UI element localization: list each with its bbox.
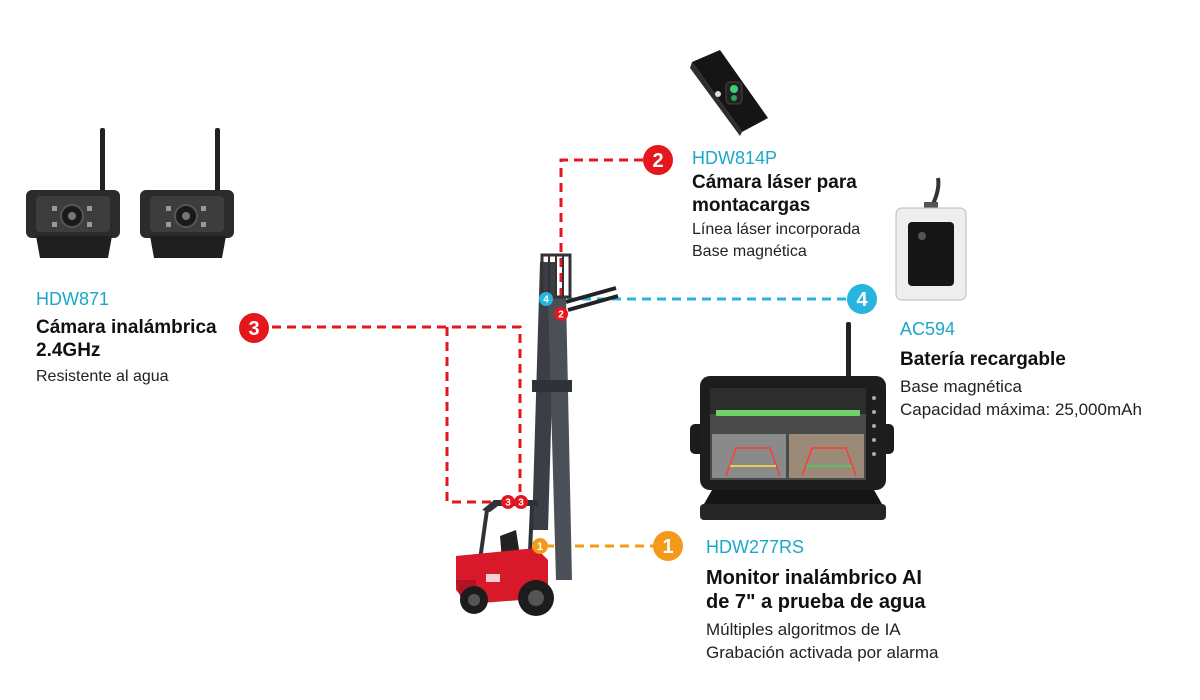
badge-3-small-a-number: 3 [505,498,511,509]
badge-2-small: 2 [554,307,568,321]
product-title-line-1: Cámara láser para [692,172,857,193]
connector-3 [272,325,522,492]
product-title-line-2: montacargas [692,195,811,216]
product-feature-1: Línea láser incorporada [692,221,861,238]
product-title-line-1: Monitor inalámbrico AI [706,567,922,589]
connector-3b [445,327,508,504]
badge-4-small: 4 [539,292,553,306]
badge-3-small-b: 3 [514,495,528,509]
product-title-line-1: Batería recargable [900,349,1066,370]
product-feature-1: Múltiples algoritmos de IA [706,620,901,639]
badge-4-number: 4 [856,289,868,311]
product-hdw814p: HDW814P Cámara láser para montacargas Lí… [692,147,860,263]
product-title-line-1: Cámara inalámbrica [36,317,217,338]
product-hdw277rs: HDW277RS Monitor inalámbrico AI de 7" a … [706,536,938,664]
battery-icon [895,177,967,301]
model-name: AC594 [900,319,956,339]
product-title-line-2: de 7" a prueba de agua [706,591,926,613]
number-badges: 3 2 4 1 4 2 3 3 [239,145,877,561]
forklift-icon [456,253,619,616]
badge-4-small-number: 4 [543,295,549,306]
badge-4-large: 4 [847,284,877,314]
badge-1-number: 1 [662,536,673,558]
model-name: HDW814P [692,148,778,168]
wireless-camera-left [26,128,120,258]
product-ac594: AC594 Batería recargable Base magnética … [900,318,1142,421]
product-hdw871: HDW871 Cámara inalámbrica 2.4GHz Resiste… [36,288,217,388]
monitor-icon [690,322,894,520]
product-feature-1: Base magnética [900,377,1022,396]
badge-2-small-number: 2 [558,310,564,321]
badge-3-small-a: 3 [501,495,515,509]
product-feature-2: Base magnética [692,243,807,260]
model-name: HDW277RS [706,537,805,557]
badge-2-number: 2 [652,150,663,172]
badge-1-small-number: 1 [537,541,543,553]
badge-1-large: 1 [653,531,683,561]
connector-2 [559,158,643,312]
product-title-line-2: 2.4GHz [36,340,101,361]
badge-2-large: 2 [643,145,673,175]
product-feature-2: Grabación activada por alarma [706,643,939,662]
badge-3-small-b-number: 3 [518,498,524,509]
badge-3-number: 3 [248,318,259,340]
product-feature-2: Capacidad máxima: 25,000mAh [900,400,1142,419]
model-name: HDW871 [36,289,110,309]
product-feature: Resistente al agua [36,368,169,385]
wireless-camera-right [140,128,234,258]
badge-3-large: 3 [239,313,269,343]
laser-camera-icon [690,50,768,136]
badge-1-small: 1 [532,538,548,554]
wireless-camera-icon [26,128,234,258]
